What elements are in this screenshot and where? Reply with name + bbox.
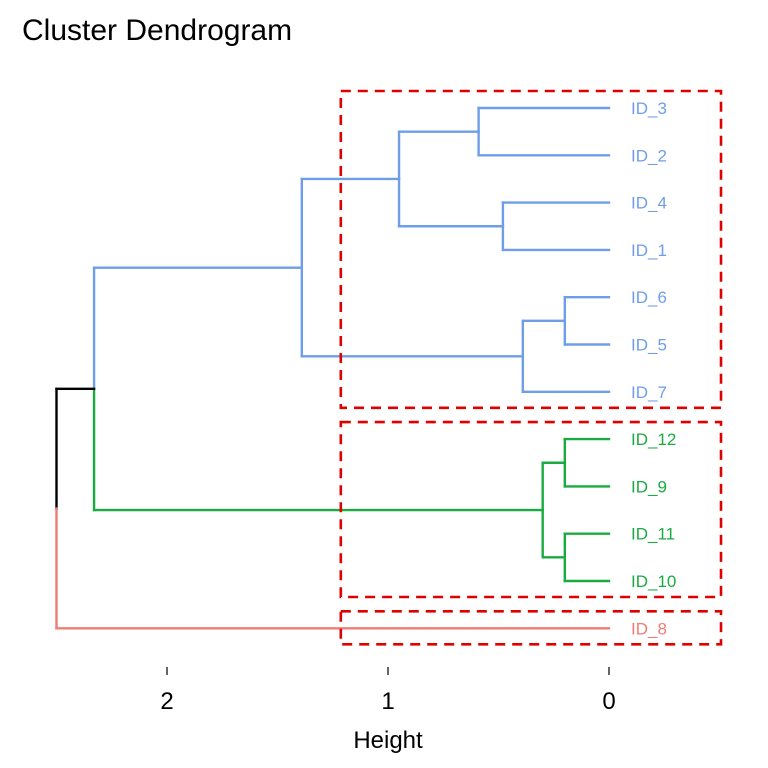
x-tick-label-2: 2: [160, 688, 173, 715]
leaf-label-id_7: ID_7: [631, 383, 667, 402]
leaf-label-id_10: ID_10: [631, 572, 676, 591]
chart-title: Cluster Dendrogram: [22, 14, 292, 47]
x-axis: 2 1 0: [160, 667, 616, 715]
dendrogram-branches: [55, 106, 611, 630]
leaf-label-id_8: ID_8: [631, 619, 667, 638]
cluster-rect-3: [339, 609, 723, 646]
x-tick-label-0: 0: [602, 688, 615, 715]
cluster-rect-1: [339, 89, 723, 410]
x-tick-label-1: 1: [381, 688, 394, 715]
x-axis-title: Height: [353, 727, 423, 754]
cluster-rectangles: [339, 89, 723, 646]
leaf-label-id_3: ID_3: [631, 99, 667, 118]
leaf-labels: ID_3ID_2ID_4ID_1ID_6ID_5ID_7ID_12ID_9ID_…: [631, 99, 676, 638]
leaf-label-id_2: ID_2: [631, 146, 667, 165]
leaf-label-id_11: ID_11: [631, 525, 675, 544]
leaf-label-id_6: ID_6: [631, 288, 667, 307]
leaf-label-id_5: ID_5: [631, 336, 667, 355]
leaf-label-id_9: ID_9: [631, 477, 667, 496]
leaf-label-id_12: ID_12: [631, 430, 676, 449]
leaf-label-id_1: ID_1: [631, 241, 667, 260]
leaf-label-id_4: ID_4: [631, 194, 667, 213]
cluster-rect-2: [339, 420, 723, 599]
